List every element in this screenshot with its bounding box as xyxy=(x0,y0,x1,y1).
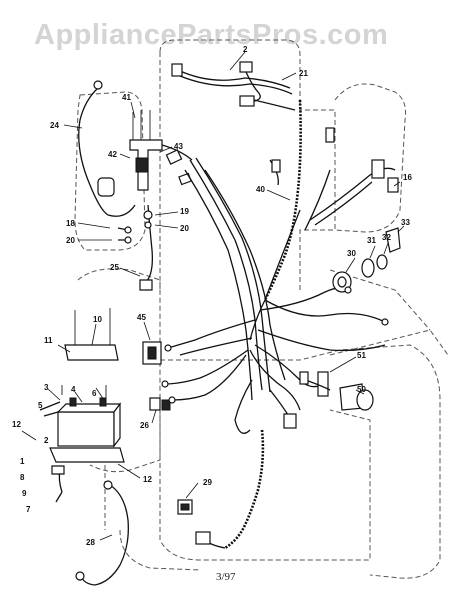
callout-42: 42 xyxy=(108,150,117,159)
battery-cable-24 xyxy=(78,80,136,217)
callout-26: 26 xyxy=(140,421,149,430)
battery-tray-8 xyxy=(49,447,125,463)
callout-50: 50 xyxy=(357,385,366,394)
nut-31 xyxy=(361,258,375,278)
washer-32 xyxy=(376,254,388,270)
callout-9: 9 xyxy=(22,489,27,498)
callout-10: 10 xyxy=(93,315,102,324)
callout-45: 45 xyxy=(137,313,146,322)
callout-41: 41 xyxy=(122,93,131,102)
battery-1 xyxy=(57,411,115,447)
plug-29 xyxy=(177,499,226,549)
callout-29: 29 xyxy=(203,478,212,487)
ground-cable-25 xyxy=(117,204,153,291)
callout-51: 51 xyxy=(357,351,366,360)
tractor-frame-outline xyxy=(74,39,449,579)
callout-5: 5 xyxy=(38,401,43,410)
callout-6: 6 xyxy=(92,389,97,398)
callout-2-left: 2 xyxy=(44,436,49,445)
leader-lines xyxy=(21,51,405,541)
callout-2-top: 2 xyxy=(243,45,248,54)
callout-1: 1 xyxy=(20,457,25,466)
callout-28: 28 xyxy=(86,538,95,547)
callout-43: 43 xyxy=(174,142,183,151)
callout-20-left: 20 xyxy=(66,236,75,245)
connector-16 xyxy=(387,177,399,193)
battery-cable-28 xyxy=(75,480,129,586)
connector-plug-top xyxy=(239,95,255,107)
callout-16: 16 xyxy=(403,173,412,182)
callout-40: 40 xyxy=(256,185,265,194)
callout-numbers: 2 21 41 24 42 43 40 16 33 32 31 30 18 20… xyxy=(12,45,412,547)
connector-40-end xyxy=(371,159,385,179)
callout-18: 18 xyxy=(66,219,75,228)
main-wire-harness xyxy=(164,157,386,434)
solenoid-42 xyxy=(97,177,115,197)
light-33 xyxy=(385,227,401,253)
top-harness-segment xyxy=(171,61,296,111)
switches-45-51-50 xyxy=(142,341,374,411)
watermark-text: AppliancePartsPros.com xyxy=(34,19,388,51)
callout-32: 32 xyxy=(382,233,391,242)
battery-assembly xyxy=(39,308,125,503)
callout-4: 4 xyxy=(71,385,76,394)
switch-51 xyxy=(317,371,329,397)
callout-12-right: 12 xyxy=(143,475,152,484)
callout-19: 19 xyxy=(180,207,189,216)
callout-20-right: 20 xyxy=(180,224,189,233)
coil-wire-lower xyxy=(224,429,265,550)
callout-8: 8 xyxy=(20,473,25,482)
connector-2-left xyxy=(171,63,183,77)
callout-12-left: 12 xyxy=(12,420,21,429)
key-switch-bracket-43 xyxy=(129,110,193,191)
coil-wire-upper xyxy=(263,99,302,301)
callout-7: 7 xyxy=(26,505,31,514)
callout-21: 21 xyxy=(299,69,308,78)
callout-30: 30 xyxy=(347,249,356,258)
callout-33: 33 xyxy=(401,218,410,227)
callout-11: 11 xyxy=(44,336,53,345)
callout-25: 25 xyxy=(110,263,119,272)
date-code: 3/97 xyxy=(216,571,236,583)
callout-24: 24 xyxy=(50,121,59,130)
callout-31: 31 xyxy=(367,236,376,245)
connector-2-right xyxy=(239,61,253,73)
lower-harness-plugs xyxy=(149,286,389,429)
callout-3: 3 xyxy=(44,383,49,392)
bracket-11 xyxy=(64,344,119,361)
